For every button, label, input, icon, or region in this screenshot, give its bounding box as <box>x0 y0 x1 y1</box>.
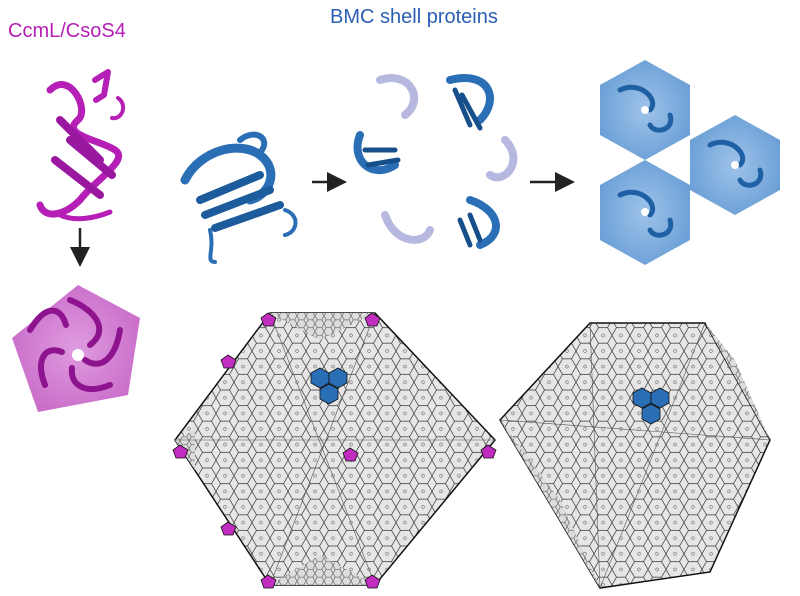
ccml-monomer-structure <box>36 69 126 222</box>
icosahedral-shell-hexamers-only <box>499 322 771 589</box>
bmc-hexamer-structure <box>353 74 518 249</box>
pentamer-title: CcmL/CsoS4 <box>8 20 126 42</box>
icosahedral-shell-with-pentamers <box>172 312 497 589</box>
ccml-pentamer-structure <box>12 285 140 412</box>
shell-title: BMC shell proteins <box>330 6 498 28</box>
hexamer-sheet-structure <box>600 60 780 265</box>
bmc-monomer-structure <box>180 131 298 264</box>
